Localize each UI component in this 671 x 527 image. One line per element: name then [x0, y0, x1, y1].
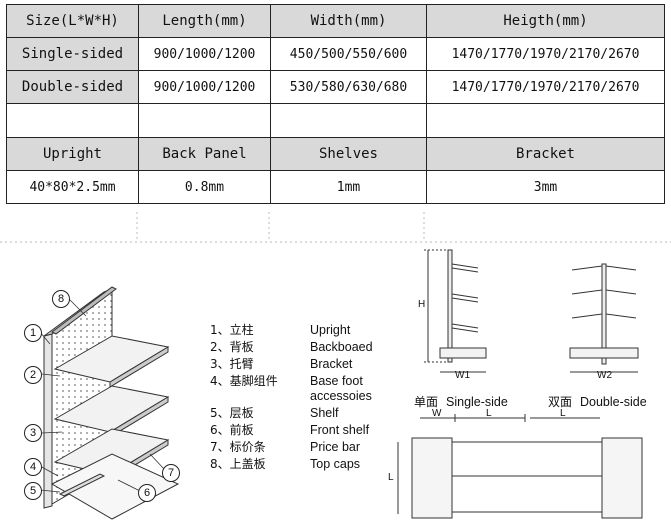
row-label-double: Double-sided	[6, 70, 139, 104]
table-row: Single-sided 900/1000/1200 450/500/550/6…	[6, 37, 665, 71]
dim-w2: W2	[597, 370, 612, 381]
callout-4: 4	[24, 458, 42, 476]
callout-2: 2	[24, 366, 42, 384]
table-header-row: Size(L*W*H) Length(mm) Width(mm) Heigth(…	[6, 4, 665, 38]
callout-1: 1	[24, 324, 42, 342]
part-7-cn: 7、标价条	[210, 440, 266, 454]
header-size: Size(L*W*H)	[6, 4, 139, 38]
shelf-diagram: 8 1 2 3 4 5 6 7 1、立柱 Upright 2、背板 Backbo…	[0, 244, 671, 527]
table-blank-row	[6, 103, 665, 138]
double-side-elevation	[569, 263, 639, 373]
value-bracket: 3mm	[426, 170, 665, 204]
callout-3: 3	[24, 424, 42, 442]
single-side-cn: 单面	[414, 395, 439, 409]
part-5-cn: 5、层板	[210, 406, 254, 420]
part-4-en-line1: Base foot	[310, 374, 363, 388]
table-dash-lines	[0, 212, 671, 243]
value-shelves: 1mm	[270, 170, 427, 204]
part-3-cn: 3、托臂	[210, 357, 254, 371]
shelf-drawing	[39, 249, 643, 520]
part-4-en-line2: accessoies	[310, 389, 372, 403]
part-1-cn: 1、立柱	[210, 323, 254, 337]
table-row: 40*80*2.5mm 0.8mm 1mm 3mm	[6, 170, 665, 204]
cell-width-double: 530/580/630/680	[270, 70, 427, 104]
row-label-single: Single-sided	[6, 37, 139, 71]
dim-l-side: L	[388, 472, 394, 483]
header-back-panel: Back Panel	[138, 137, 271, 171]
header-bracket: Bracket	[426, 137, 665, 171]
part-8-en: Top caps	[310, 457, 361, 471]
part-7-en: Price bar	[310, 440, 361, 454]
dim-w: W	[432, 408, 442, 419]
part-5-en: Shelf	[310, 406, 339, 420]
cell-height-double: 1470/1770/1970/2170/2670	[426, 70, 665, 104]
header-height: Heigth(mm)	[426, 4, 665, 38]
dim-w1: W1	[455, 370, 470, 381]
part-4-cn: 4、基脚组件	[210, 374, 278, 388]
cell-length-double: 900/1000/1200	[138, 70, 271, 104]
part-3-en: Bracket	[310, 357, 353, 371]
single-side-elevation	[424, 249, 487, 373]
table-row: Double-sided 900/1000/1200 530/580/630/6…	[6, 70, 665, 104]
callout-8: 8	[52, 290, 70, 308]
dim-h: H	[418, 299, 426, 310]
cell-height-single: 1470/1770/1970/2170/2670	[426, 37, 665, 71]
spec-table: Size(L*W*H) Length(mm) Width(mm) Heigth(…	[6, 4, 665, 204]
part-6-cn: 6、前板	[210, 423, 254, 437]
plan-view	[397, 414, 643, 519]
cell-width-single: 450/500/550/600	[270, 37, 427, 71]
value-upright: 40*80*2.5mm	[6, 170, 139, 204]
dim-l-double: L	[560, 408, 566, 419]
part-8-cn: 8、上盖板	[210, 457, 266, 471]
double-side-en: Double-side	[580, 395, 647, 409]
callout-7: 7	[162, 464, 180, 482]
callout-6: 6	[138, 484, 156, 502]
part-6-en: Front shelf	[310, 423, 370, 437]
part-2-en: Backboaed	[310, 340, 373, 354]
callout-5: 5	[24, 482, 42, 500]
dim-l-single: L	[486, 408, 492, 419]
double-side-cn: 双面	[548, 395, 573, 409]
iso-shelf	[43, 286, 180, 520]
part-1-en: Upright	[310, 323, 351, 337]
single-side-en: Single-side	[446, 395, 508, 409]
value-back-panel: 0.8mm	[138, 170, 271, 204]
part-2-cn: 2、背板	[210, 340, 254, 354]
